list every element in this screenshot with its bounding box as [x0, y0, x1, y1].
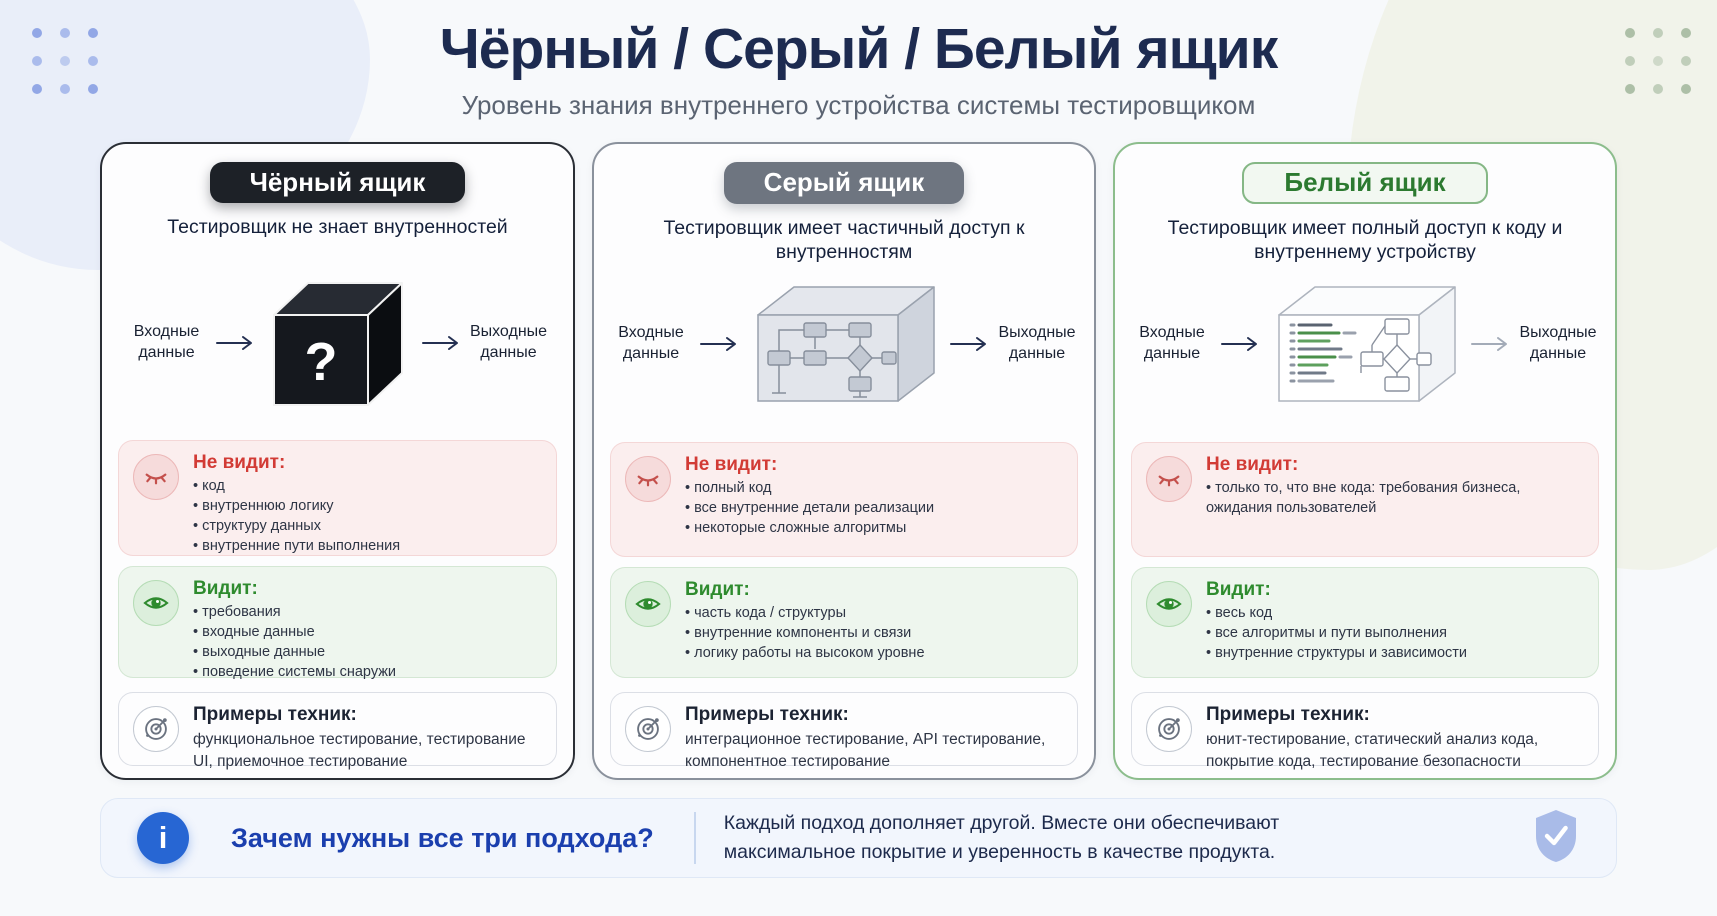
- closed-eye-icon: [625, 456, 671, 503]
- list-item: полный код: [685, 479, 934, 499]
- arrow-right-icon: [421, 335, 460, 351]
- list-item: логику работы на высоком уровне: [685, 644, 924, 664]
- list-item: выходные данные: [193, 643, 396, 663]
- target-icon: [1146, 706, 1192, 752]
- card-white-box: Белый ящик Тестировщик имеет полный дост…: [1113, 142, 1617, 780]
- card-description: Тестировщик имеет полный доступ к коду и…: [1167, 216, 1563, 263]
- not-sees-title: Не видит:: [1206, 454, 1299, 476]
- dots-grid-right: [1625, 28, 1691, 94]
- closed-eye-icon: [133, 454, 179, 500]
- list-item: внутренние компоненты и связи: [685, 624, 925, 644]
- footer-answer: Каждый подход дополняет другой. Вместе о…: [723, 811, 1280, 863]
- grey-box-illustration: [757, 286, 935, 402]
- arrow-right-icon: [215, 335, 254, 351]
- sees-section: Видит: часть кода / структуры внутренние…: [610, 567, 1078, 679]
- page-title: Чёрный / Серый / Белый ящик: [439, 17, 1279, 81]
- info-panel: i Зачем нужны все три подхода? Каждый по…: [100, 798, 1617, 878]
- divider: [693, 812, 696, 864]
- eye-icon: [1146, 581, 1192, 627]
- sees-section: Видит: требования входные данные выходны…: [118, 566, 557, 680]
- list-item: поведение системы снаружи: [193, 663, 396, 683]
- not-sees-list: код внутреннюю логику структуру данных в…: [193, 477, 400, 556]
- output-label: Выходные данные: [1519, 324, 1597, 362]
- closed-eye-icon: [1146, 456, 1192, 503]
- not-sees-section: Не видит: полный код все внутренние дета…: [610, 442, 1078, 558]
- arrow-right-icon: [1221, 336, 1259, 352]
- not-sees-title: Не видит:: [685, 454, 778, 476]
- question-mark: ?: [304, 332, 337, 392]
- list-item: все алгоритмы и пути выполнения: [1206, 624, 1467, 644]
- output-label: Выходные данные: [469, 322, 548, 361]
- list-item: требования: [193, 603, 396, 623]
- not-sees-list: полный код все внутренние детали реализа…: [685, 479, 934, 539]
- cards-row: Чёрный ящик Тестировщик не знает внутрен…: [100, 142, 1617, 780]
- grey-box-diagram: Входные данные: [610, 270, 1078, 418]
- techniques-title: Примеры техник:: [1206, 704, 1370, 725]
- list-item: некоторые сложные алгоритмы: [685, 519, 934, 539]
- arrow-right-icon: [700, 336, 738, 352]
- shield-check-icon: [1532, 808, 1580, 869]
- sees-title: Видит:: [193, 578, 258, 599]
- white-box-illustration: [1278, 286, 1456, 402]
- card-description: Тестировщик не знает внутренностей: [167, 216, 508, 239]
- techniques-text: функциональное тестирование, тестировани…: [193, 731, 526, 770]
- card-grey-box: Серый ящик Тестировщик имеет частичный д…: [592, 142, 1096, 780]
- card-title-pill: Серый ящик: [723, 162, 965, 204]
- page-header: Чёрный / Серый / Белый ящик Уровень знан…: [0, 0, 1717, 121]
- list-item: структуру данных: [193, 517, 400, 537]
- techniques-text: юнит-тестирование, статический анализ ко…: [1206, 731, 1539, 770]
- techniques-section: Примеры техник: функциональное тестирова…: [118, 692, 557, 770]
- list-item: внутренние пути выполнения: [193, 537, 400, 557]
- not-sees-section: Не видит: только то, что вне кода: требо…: [1131, 442, 1599, 557]
- list-item: весь код: [1206, 604, 1467, 624]
- techniques-section: Примеры техник: интеграционное тестирова…: [610, 692, 1078, 770]
- not-sees-section: Не видит: код внутреннюю логику структур…: [118, 440, 557, 556]
- eye-icon: [625, 581, 671, 628]
- techniques-title: Примеры техник:: [193, 704, 357, 725]
- info-icon: i: [137, 812, 189, 864]
- techniques-text: интеграционное тестирование, API тестиро…: [685, 731, 1046, 770]
- page-subtitle: Уровень знания внутреннего устройства си…: [461, 90, 1256, 120]
- white-box-diagram: Входные данные: [1131, 270, 1599, 418]
- input-label: Входные данные: [1139, 324, 1205, 362]
- dots-grid-left: [32, 28, 98, 94]
- sees-list: весь код все алгоритмы и пути выполнения…: [1206, 604, 1467, 664]
- list-item: внутреннюю логику: [193, 497, 400, 517]
- black-cube-illustration: ?: [272, 281, 403, 406]
- sees-list: часть кода / структуры внутренние компон…: [685, 604, 925, 664]
- target-icon: [625, 706, 671, 753]
- not-sees-title: Не видит:: [193, 452, 286, 473]
- techniques-section: Примеры техник: юнит-тестирование, стати…: [1131, 692, 1599, 770]
- list-item: все внутренние детали реализации: [685, 499, 934, 519]
- techniques-title: Примеры техник:: [685, 704, 849, 726]
- card-title-pill: Белый ящик: [1242, 162, 1488, 204]
- input-label: Входные данные: [618, 324, 684, 362]
- arrow-right-icon: [1471, 336, 1509, 352]
- card-description: Тестировщик имеет частичный доступ к вну…: [663, 216, 1025, 263]
- not-sees-list: только то, что вне кода: требования бизн…: [1206, 479, 1584, 519]
- arrow-right-icon: [950, 336, 988, 352]
- card-black-box: Чёрный ящик Тестировщик не знает внутрен…: [100, 142, 575, 780]
- eye-icon: [133, 580, 179, 626]
- footer-question: Зачем нужны все три подхода?: [231, 822, 654, 853]
- input-label: Входные данные: [133, 322, 200, 361]
- sees-title: Видит:: [685, 579, 750, 601]
- list-item: только то, что вне кода: требования бизн…: [1206, 479, 1584, 519]
- target-icon: [133, 706, 179, 752]
- card-title-pill: Чёрный ящик: [209, 162, 466, 204]
- list-item: внутренние структуры и зависимости: [1206, 644, 1467, 664]
- black-box-diagram: Входные данные ? Выходные данные: [126, 269, 550, 416]
- list-item: код: [193, 477, 400, 497]
- sees-title: Видит:: [1206, 579, 1271, 600]
- output-label: Выходные данные: [998, 324, 1076, 362]
- sees-list: требования входные данные выходные данны…: [193, 603, 396, 682]
- list-item: часть кода / структуры: [685, 604, 925, 624]
- sees-section: Видит: весь код все алгоритмы и пути вып…: [1131, 567, 1599, 678]
- list-item: входные данные: [193, 623, 396, 643]
